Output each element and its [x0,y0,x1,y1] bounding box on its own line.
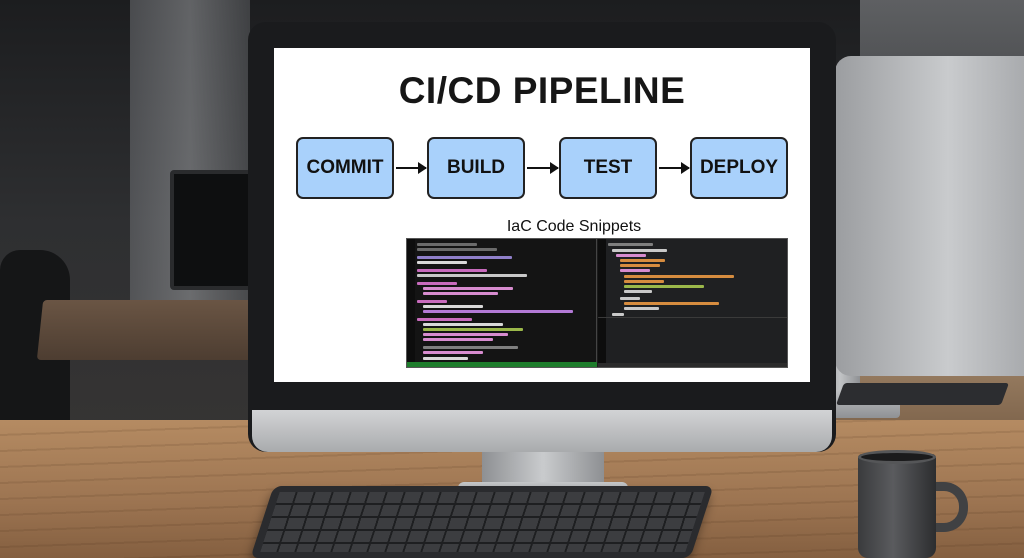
code-line [423,292,498,295]
code-line [423,328,523,331]
code-line [612,313,624,316]
stage-build: BUILD [427,137,525,199]
code-line [624,290,652,293]
background-monitor-right [835,56,1024,376]
line-gutter [407,239,415,367]
code-pane-left [407,239,597,367]
coffee-mug [858,454,936,558]
monitor-stand [482,450,604,488]
code-pane-right [598,239,787,367]
pane-divider [598,317,787,318]
code-line [624,275,734,278]
keyboard-key-rows [260,492,705,552]
code-line [423,333,508,336]
stage-deploy: DEPLOY [690,137,788,199]
code-line [417,248,497,251]
background-desk-left [36,300,284,360]
code-line [423,323,503,326]
mug-rim [858,450,936,464]
code-line [417,243,477,246]
code-line [417,256,512,259]
code-line [417,269,487,272]
stage-test: TEST [559,137,657,199]
stage-commit: COMMIT [296,137,394,199]
code-line [624,307,659,310]
editor-status-bar-right [598,363,787,367]
arrow-right-icon [527,162,559,174]
code-line [417,282,457,285]
code-line [616,254,646,257]
code-line [608,243,653,246]
background-keyboard [835,383,1010,405]
code-line [423,305,483,308]
editor-status-bar [407,362,597,367]
code-line [620,264,660,267]
code-line [624,280,664,283]
background-monitor-left [170,170,260,290]
code-line [423,338,493,341]
code-line [624,302,719,305]
code-line [417,318,472,321]
code-line [417,274,527,277]
code-line [612,249,667,252]
code-line [423,357,468,360]
code-line [624,285,704,288]
code-line [423,351,483,354]
code-line [423,287,513,290]
code-line [423,310,573,313]
arrow-right-icon [396,162,427,174]
monitor-screen: CI/CD PIPELINE COMMIT BUILD TEST DEPLOY … [274,48,810,382]
code-line [620,297,640,300]
arrow-right-icon [659,162,690,174]
monitor-chin [252,410,832,452]
line-gutter [598,239,606,367]
code-line [620,259,665,262]
page-title: CI/CD PIPELINE [398,70,686,111]
code-line [423,346,518,349]
mug-handle [926,482,968,532]
code-line [620,269,650,272]
code-editor-window [406,238,788,368]
pipeline-diagram: COMMIT BUILD TEST DEPLOY [296,137,788,199]
snippets-label: IaC Code Snippets [506,218,642,235]
code-line [417,300,447,303]
code-line [417,261,467,264]
